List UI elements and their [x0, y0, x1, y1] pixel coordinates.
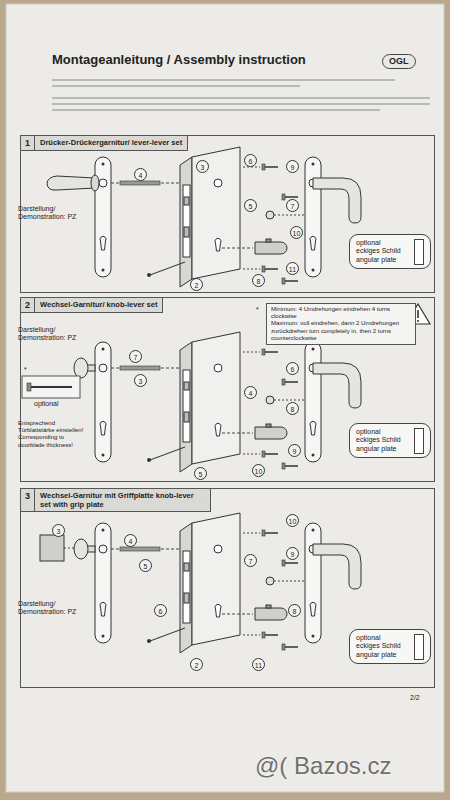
callout-number: 5 [194, 467, 207, 480]
section-panel: 1Drücker-Drückergarnitur/ lever-lever se… [20, 135, 435, 293]
brand-logo: OGL [382, 54, 416, 69]
sheet-title: Montageanleitung / Assembly instruction [52, 52, 306, 67]
note-text: optional [34, 400, 74, 408]
section-header: 3Wechsel-Garnitur mit Griffplatte knob-l… [20, 488, 211, 512]
note-text: * [256, 306, 264, 314]
callout-number: 6 [244, 154, 257, 167]
callout-number: 9 [286, 547, 299, 560]
callout-number: 10 [290, 226, 303, 239]
callout-number: 9 [288, 444, 301, 457]
note-text: Entsprechend Türblattstärke einstellen! … [18, 420, 90, 449]
callout-number: 8 [288, 604, 301, 617]
section-panel: 2Wechsel-Garnitur/ knob-lever setMinimum… [20, 297, 435, 482]
note-text: Darstellung/ Demonstration: PZ [18, 205, 88, 222]
callout-number: 3 [52, 524, 65, 537]
section-header: 2Wechsel-Garnitur/ knob-lever set [20, 297, 163, 313]
callout-number: 7 [286, 199, 299, 212]
option-text: optional eckiges Schild angular plate [356, 634, 406, 659]
angular-plate-symbol [414, 239, 424, 265]
watermark: @( Bazos.cz [255, 752, 391, 781]
knob-lever-assembly [74, 332, 361, 472]
section-header: 1Drücker-Drückergarnitur/ lever-lever se… [20, 135, 188, 151]
callout-number: 10 [286, 514, 299, 527]
callout-number: 3 [196, 160, 209, 173]
turn-instruction: Maximum: voll eindrehen, dann 2 Umdrehun… [271, 320, 411, 342]
note-text: Darstellung/ Demonstration: PZ [18, 600, 88, 617]
section-title: Wechsel-Garnitur mit Griffplatte knob-le… [35, 489, 210, 511]
paper-sheet [6, 4, 444, 792]
callout-number: 6 [286, 362, 299, 375]
step-number: 2 [21, 298, 35, 312]
callout-number: 2 [190, 658, 203, 671]
callout-number: 4 [244, 386, 257, 399]
option-box: optional eckiges Schild angular plate [349, 629, 431, 664]
angular-plate-symbol [414, 634, 424, 660]
option-text: optional eckiges Schild angular plate [356, 239, 406, 264]
section-title: Wechsel-Garnitur/ knob-lever set [35, 298, 162, 312]
callout-number: 11 [252, 658, 265, 671]
callout-number: 4 [134, 168, 147, 181]
section-title: Drücker-Drückergarnitur/ lever-lever set [35, 136, 187, 150]
option-box: optional eckiges Schild angular plate [349, 423, 431, 458]
callout-number: 5 [244, 199, 257, 212]
note-text: Darstellung/ Demonstration: PZ [18, 326, 88, 343]
callout-number: 8 [252, 274, 265, 287]
note-text: 2/2 [410, 694, 440, 702]
angular-plate-symbol [414, 428, 424, 454]
callout-number: 5 [139, 559, 152, 572]
turn-instruction: Minimum: 4 Umdrehungen eindrehen 4 turns… [271, 306, 411, 320]
callout-number: 4 [124, 534, 137, 547]
warning-box: Minimum: 4 Umdrehungen eindrehen 4 turns… [266, 303, 416, 345]
callout-number: 9 [286, 160, 299, 173]
step-number: 3 [21, 489, 35, 511]
callout-number: 11 [286, 262, 299, 275]
callout-number: 10 [252, 464, 265, 477]
note-text: * [24, 366, 34, 374]
callout-number: 7 [129, 350, 142, 363]
knob-lever-grip-plate-assembly [40, 513, 361, 653]
fine-print-lines [52, 80, 430, 110]
lever-lever-assembly [47, 147, 361, 287]
section-panel: 3Wechsel-Garnitur mit Griffplatte knob-l… [20, 488, 435, 688]
callout-number: 7 [244, 554, 257, 567]
optional-spindle-sketch [22, 376, 80, 398]
step-number: 1 [21, 136, 35, 150]
callout-number: 6 [154, 604, 167, 617]
option-box: optional eckiges Schild angular plate [349, 234, 431, 269]
option-text: optional eckiges Schild angular plate [356, 428, 406, 453]
callout-number: 3 [134, 374, 147, 387]
callout-number: 2 [190, 278, 203, 291]
callout-number: 8 [286, 402, 299, 415]
